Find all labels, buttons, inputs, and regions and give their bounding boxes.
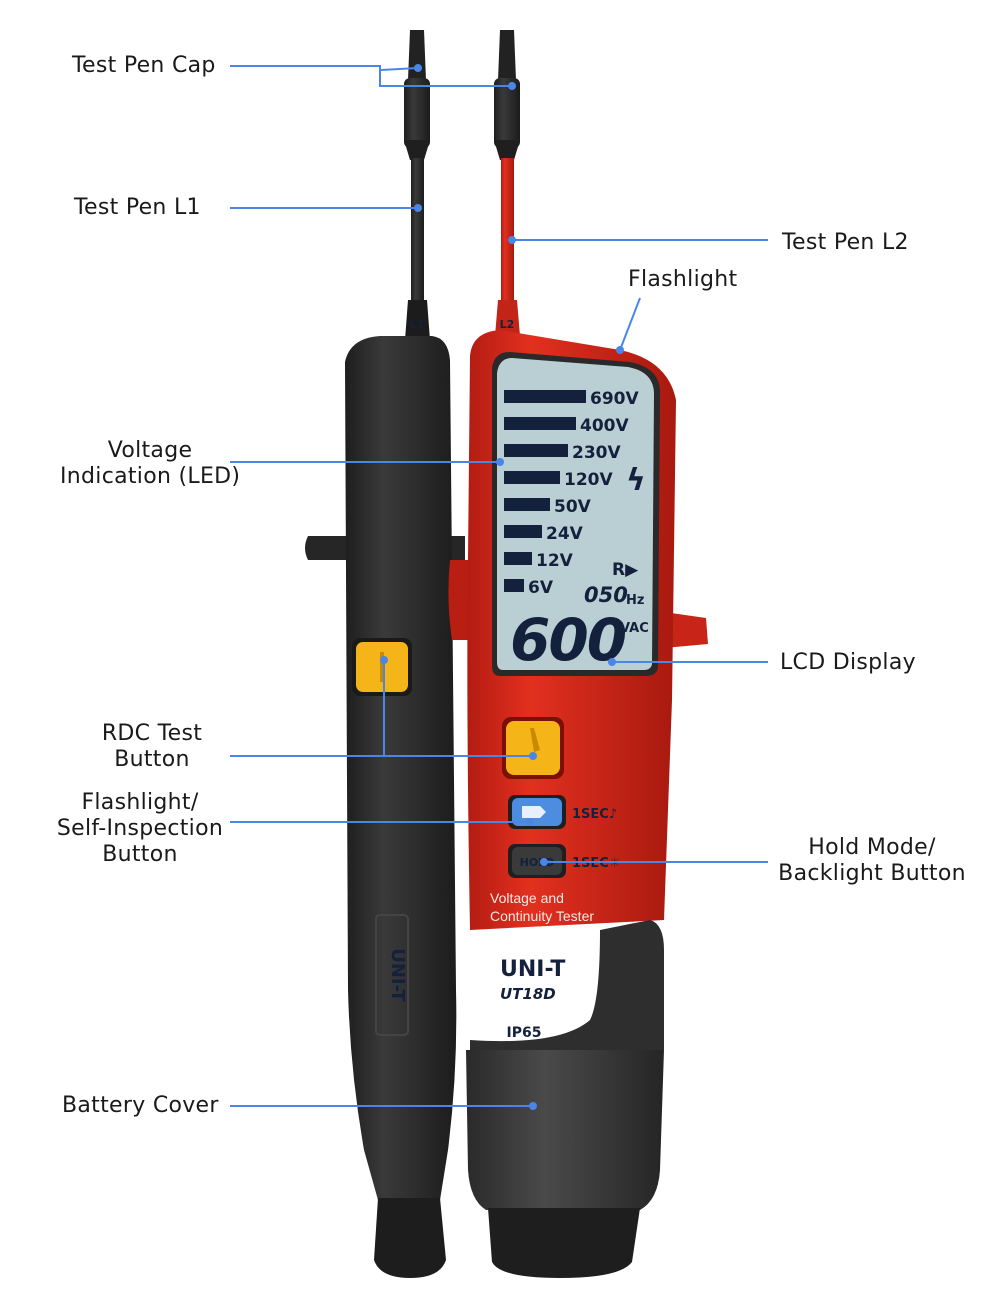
led-bar-690 xyxy=(504,390,586,403)
led-bar-6 xyxy=(504,579,524,592)
led-bar-50 xyxy=(504,498,550,511)
leader-test-pen-cap xyxy=(230,65,512,87)
lcd-main-unit: VAC xyxy=(620,621,649,636)
leader-flashlight xyxy=(619,297,641,351)
label-test-pen-l2: Test Pen L2 xyxy=(782,230,909,255)
led-bar-12 xyxy=(504,552,532,565)
hazard-icon: ϟ xyxy=(626,463,646,498)
led-bar-230 xyxy=(504,444,568,457)
hold-button-shape xyxy=(512,847,562,875)
level-24: 24V xyxy=(546,524,584,544)
leader-lines xyxy=(230,65,768,1107)
label-voltage-indication: Voltage Indication (LED) xyxy=(60,438,241,489)
side-brand: UNI-T xyxy=(387,948,408,1002)
hold-hint: 1SEC☼ xyxy=(572,856,620,871)
lcd-hz-unit: Hz xyxy=(626,593,644,608)
flash-hint: 1SEC♪ xyxy=(572,807,617,822)
led-bar-120 xyxy=(504,471,560,484)
probe-l2-mark: L2 xyxy=(500,318,515,331)
label-rdc-test-button: RDC Test Button xyxy=(101,721,203,772)
black-housing: UNI-T xyxy=(305,336,465,1278)
level-6: 6V xyxy=(528,578,554,598)
product-desc-1: Voltage and xyxy=(490,890,564,906)
probe-l1: L1 xyxy=(404,30,430,340)
led-bar-400 xyxy=(504,417,576,430)
brand-logo: UNI-T xyxy=(500,957,565,982)
level-690: 690V xyxy=(590,389,639,409)
level-50: 50V xyxy=(554,497,592,517)
label-flashlight: Flashlight xyxy=(628,267,738,292)
lcd-hz-value: 050 xyxy=(584,583,628,607)
red-housing: 690V 400V 230V 120V 50V 24V 12V 6V ϟ R▶ … xyxy=(448,330,708,1278)
level-12: 12V xyxy=(536,551,574,571)
level-230: 230V xyxy=(572,443,621,463)
lcd-display-screen xyxy=(497,358,654,670)
lcd-main-value: 600 xyxy=(510,606,626,674)
test-pen-cap-l1 xyxy=(404,78,430,148)
probe-l1-mark: L1 xyxy=(410,318,425,331)
yellow-test-button-shape xyxy=(506,721,560,775)
label-hold-mode-backlight: Hold Mode/ Backlight Button xyxy=(778,835,966,886)
label-test-pen-cap: Test Pen Cap xyxy=(72,53,216,78)
level-120: 120V xyxy=(564,470,613,490)
led-bar-24 xyxy=(504,525,542,538)
probe-l2: L2 xyxy=(494,30,520,336)
test-pen-cap-l2 xyxy=(494,78,520,148)
model-name: UT18D xyxy=(500,985,556,1003)
label-lcd-display: LCD Display xyxy=(780,650,916,675)
leader-dots xyxy=(380,64,624,1110)
label-battery-cover: Battery Cover xyxy=(62,1093,219,1118)
label-flashlight-self-inspection: Flashlight/ Self-Inspection Button xyxy=(56,790,224,867)
leader-test-pen-cap-branch xyxy=(379,67,419,71)
battery-cover-shape xyxy=(466,1050,664,1210)
rotation-icon: R▶ xyxy=(612,560,639,580)
product-desc-2: Continuity Tester xyxy=(490,908,594,924)
label-test-pen-l1: Test Pen L1 xyxy=(74,195,201,220)
level-400: 400V xyxy=(580,416,629,436)
ip-rating: IP65 xyxy=(507,1025,542,1041)
